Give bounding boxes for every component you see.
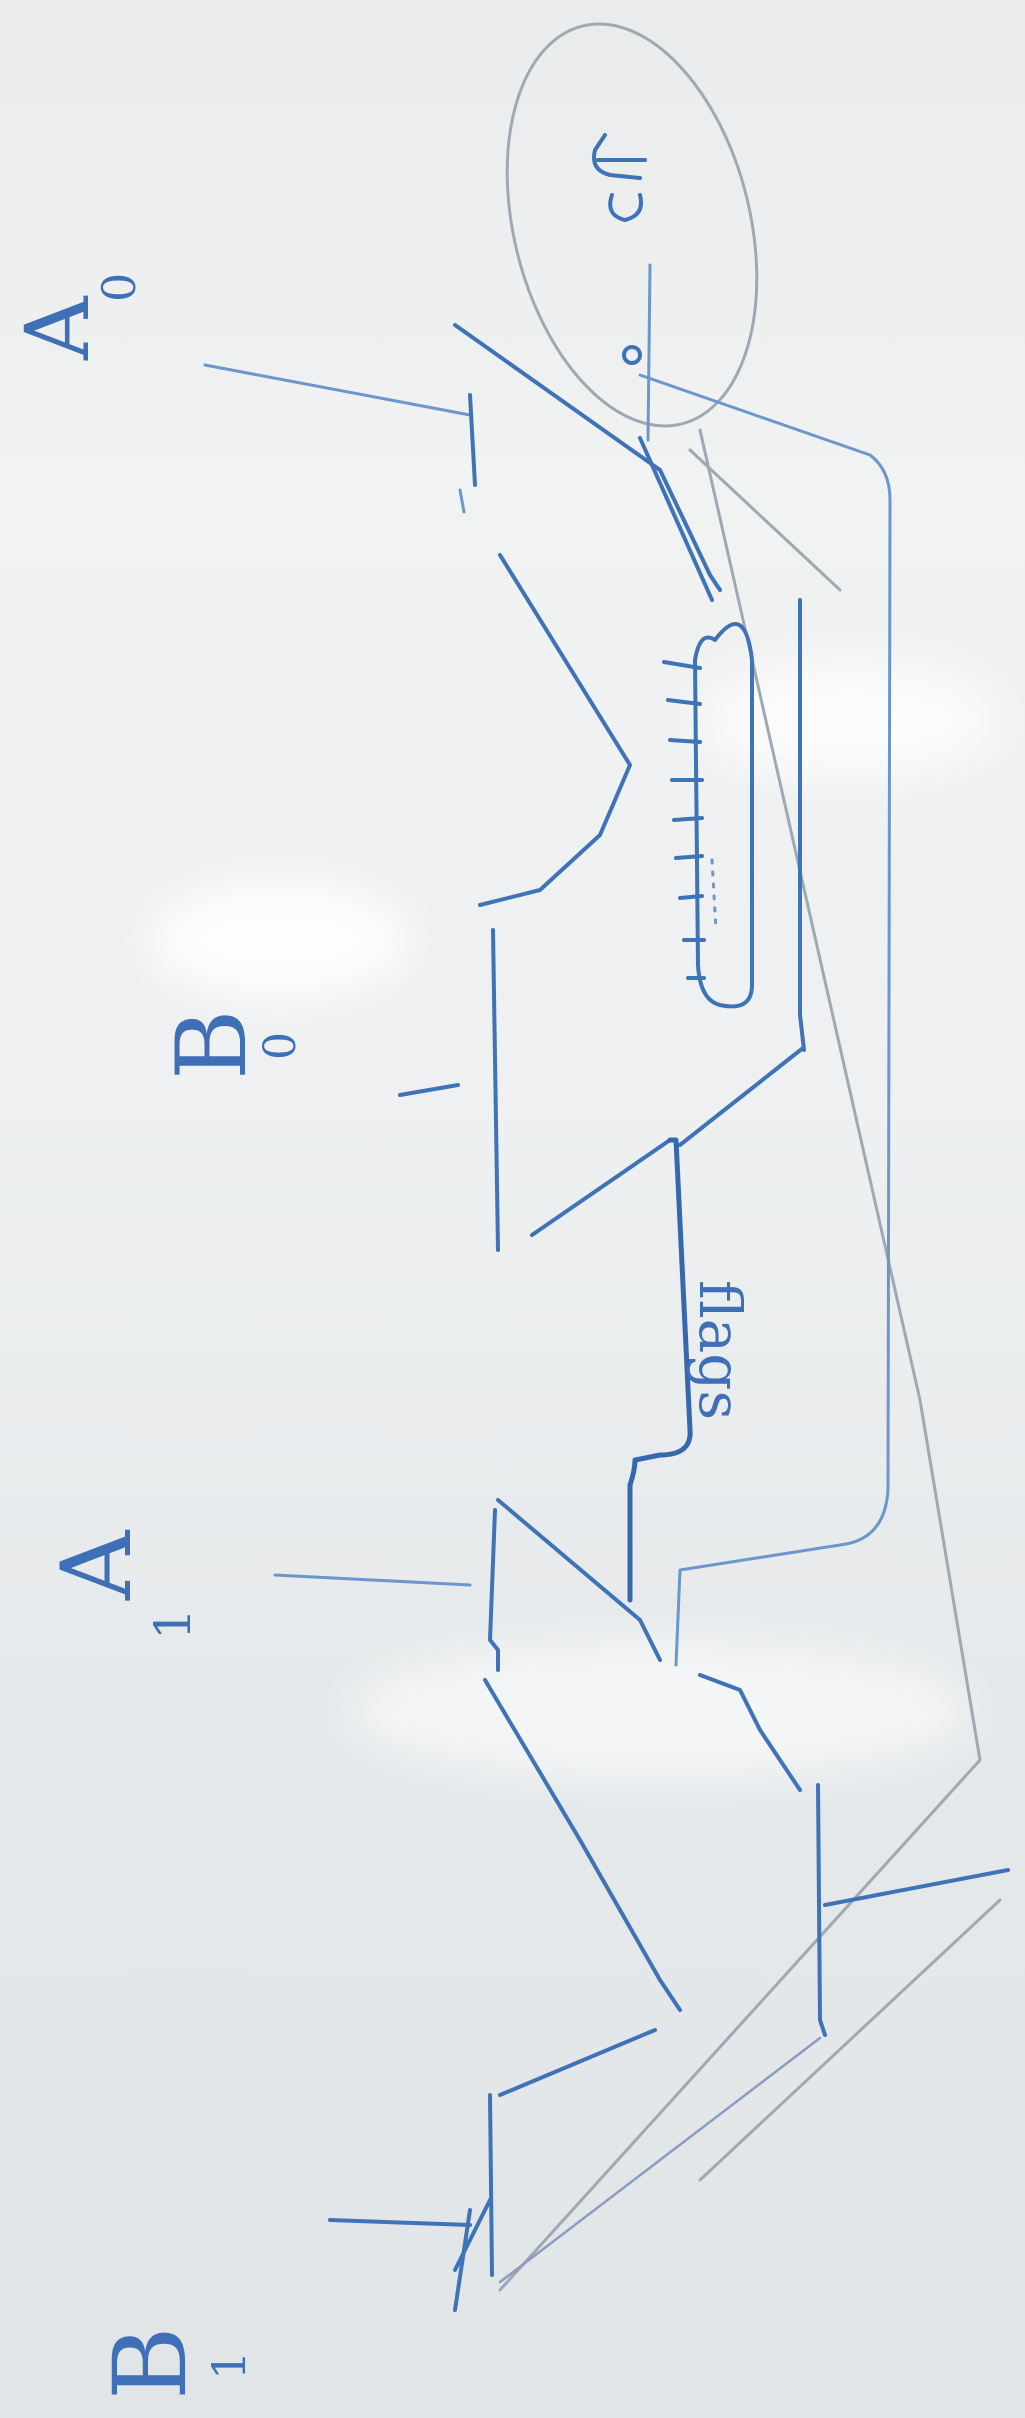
tick-7	[678, 894, 704, 900]
pencil-diagonal	[498, 428, 982, 2292]
mux-1-lower-diagonal	[483, 1678, 682, 2012]
pencil-line-right	[688, 448, 842, 592]
bus-inner-diagonal	[678, 1046, 805, 1147]
adder-1-output-wire	[823, 1868, 1010, 1907]
pencil-line-lower	[698, 1898, 1002, 2182]
label-a0-letter: A	[6, 295, 109, 361]
label-b1: B 1	[92, 2327, 256, 2401]
adder-0-lower-diagonal	[530, 1138, 672, 1237]
glare-lower	[350, 1640, 970, 1780]
label-a1-letter: A	[41, 1529, 153, 1601]
bus-inner-wire	[798, 598, 806, 1052]
a1-input-wire	[273, 1573, 472, 1587]
label-a1-sub: 1	[144, 1608, 202, 1640]
label-b1-letter: B	[92, 2327, 209, 2401]
a0-input-wire	[203, 363, 472, 417]
glare-upper	[150, 880, 410, 1000]
adder-shape-1	[328, 1783, 1010, 2312]
pc-glyph	[592, 133, 647, 222]
node-arrow	[646, 263, 652, 442]
label-flags-text: flags	[686, 1280, 754, 1420]
a0-input-stage	[203, 323, 722, 592]
label-a1: A 1	[41, 1529, 202, 1640]
mux-1-right-edge	[698, 1673, 802, 1792]
adder-1-upper-diagonal	[498, 2028, 657, 2097]
a0-stub	[468, 393, 477, 487]
adder-1-right-edge	[816, 1783, 827, 2037]
a0-tick	[458, 488, 466, 514]
adder-1-top-stub	[453, 2198, 492, 2272]
label-b0-letter: B	[156, 1009, 268, 1080]
mux-0-upper-edge	[453, 323, 722, 592]
tick-1	[662, 660, 702, 670]
adder-0-upper-diagonal	[478, 553, 632, 907]
tick-2	[666, 698, 702, 706]
flags-path	[627, 1137, 693, 1603]
label-a0: A 0	[6, 273, 146, 361]
pc-symbol	[592, 133, 652, 442]
adder-1-lower-diagonal	[498, 2036, 822, 2284]
a1-input-stage	[273, 1498, 802, 2012]
pencil-sketch	[498, 22, 1002, 2292]
adder-1-bottom-stub	[453, 2208, 472, 2312]
tick-3	[668, 738, 702, 744]
tick-6	[674, 854, 704, 860]
tick-5	[672, 816, 704, 822]
adder-1-left-edge	[488, 2093, 494, 2277]
b0-input-wire	[398, 1083, 460, 1097]
pencil-circle	[505, 22, 759, 428]
label-b0-sub: 0	[255, 1032, 306, 1060]
register-capsule	[693, 622, 754, 1009]
right-bus	[638, 373, 892, 1667]
mux-1-shape	[488, 1498, 662, 1672]
adder-shape-0	[398, 553, 672, 1252]
adder-0-left-edge	[491, 928, 500, 1252]
register-block	[638, 436, 754, 1009]
register-dots	[710, 858, 718, 932]
flags-wire	[627, 1137, 693, 1603]
label-b1-sub: 1	[202, 2351, 256, 2380]
label-b0: B 0	[156, 1009, 306, 1080]
b1-input-wire	[328, 2218, 472, 2227]
label-flags: flags	[686, 1280, 754, 1420]
register-input-line	[638, 436, 714, 602]
bus-top-segment	[638, 373, 892, 1667]
label-a0-sub: 0	[92, 273, 146, 302]
node-dot	[622, 345, 642, 365]
